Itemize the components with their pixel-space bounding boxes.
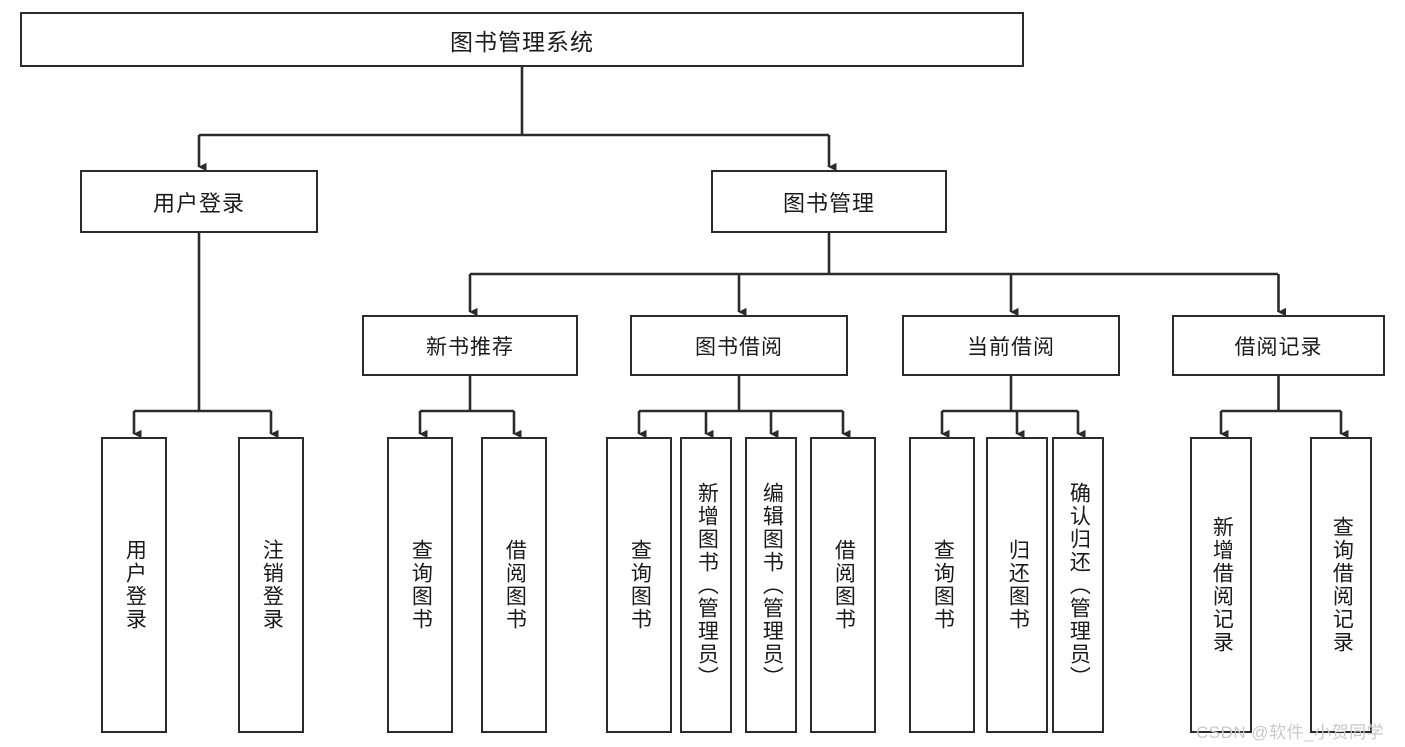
leaf-node-label: 借阅图书 [503, 539, 527, 631]
leaf-node[interactable]: 新增借阅记录 [1190, 437, 1252, 733]
leaf-node-label: 查询图书 [931, 539, 955, 631]
leaf-node-label: 归还图书 [1006, 539, 1030, 631]
leaf-node[interactable]: 注销登录 [238, 437, 304, 733]
leaf-node-label: 查询借阅记录 [1330, 516, 1354, 654]
leaf-node[interactable]: 新增图书（管理员） [680, 437, 732, 733]
leaf-node[interactable]: 编辑图书（管理员） [745, 437, 797, 733]
node-root-label: 图书管理系统 [450, 28, 594, 55]
leaf-node[interactable]: 查询图书 [606, 437, 672, 733]
node-book-management[interactable]: 图书管理 [711, 170, 947, 233]
leaf-node-label: 注销登录 [260, 539, 284, 631]
connector-lines [132, 67, 1349, 439]
node-root[interactable]: 图书管理系统 [20, 12, 1024, 67]
leaf-node-label: 新增借阅记录 [1210, 516, 1234, 654]
leaf-node[interactable]: 归还图书 [986, 437, 1048, 733]
leaf-node[interactable]: 借阅图书 [481, 437, 547, 733]
leaf-node[interactable]: 借阅图书 [810, 437, 876, 733]
node-new-book-recommend-label: 新书推荐 [426, 335, 514, 359]
leaf-node-label: 确认归还（管理员） [1067, 481, 1091, 689]
node-book-management-label: 图书管理 [782, 190, 875, 216]
leaf-node[interactable]: 查询图书 [909, 437, 975, 733]
node-current-borrow[interactable]: 当前借阅 [902, 315, 1120, 376]
node-borrow-record-label: 借阅记录 [1234, 335, 1323, 359]
leaf-node-label: 查询图书 [628, 539, 652, 631]
leaf-node-label: 查询图书 [409, 539, 433, 631]
leaf-node[interactable]: 查询借阅记录 [1310, 437, 1372, 733]
leaf-node-label: 新增图书（管理员） [695, 481, 719, 689]
leaf-node-label: 用户登录 [123, 539, 147, 631]
node-user-login-label: 用户登录 [152, 190, 245, 216]
node-new-book-recommend[interactable]: 新书推荐 [362, 315, 578, 376]
leaf-node[interactable]: 用户登录 [101, 437, 167, 733]
node-book-borrow[interactable]: 图书借阅 [630, 315, 848, 376]
node-current-borrow-label: 当前借阅 [967, 335, 1055, 359]
leaf-node-label: 借阅图书 [832, 539, 856, 631]
node-borrow-record[interactable]: 借阅记录 [1172, 315, 1385, 376]
leaf-node[interactable]: 确认归还（管理员） [1052, 437, 1104, 733]
leaf-node-label: 编辑图书（管理员） [760, 481, 784, 689]
node-user-login[interactable]: 用户登录 [80, 170, 318, 233]
leaf-node[interactable]: 查询图书 [387, 437, 453, 733]
node-book-borrow-label: 图书借阅 [695, 335, 783, 359]
